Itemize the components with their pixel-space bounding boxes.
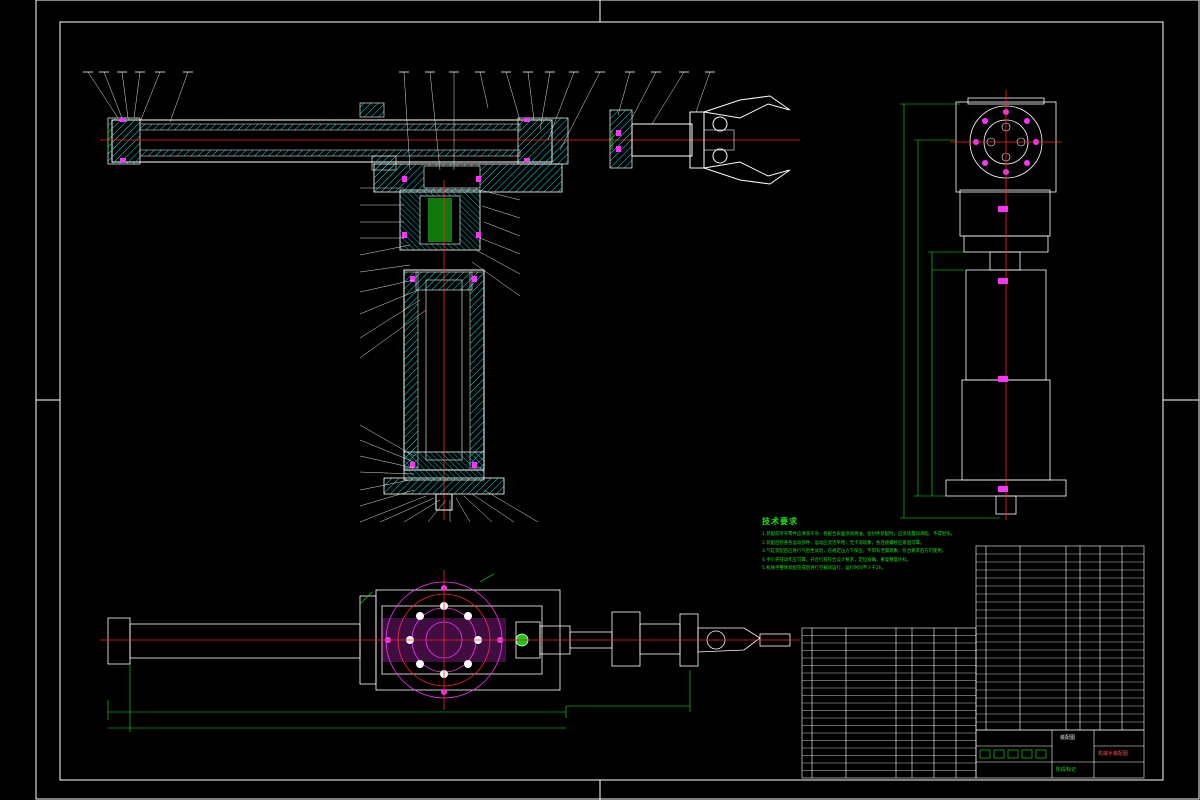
tech-requirement-line: 5.机械手整体装配完成后进行空载试运行，运行时间不少于2h。 <box>762 566 886 571</box>
title-block-cell <box>979 749 991 759</box>
tech-requirements-title: 技术要求 <box>762 517 798 526</box>
sheet-border <box>35 0 1200 800</box>
top-view <box>100 570 800 732</box>
side-view <box>900 90 1067 520</box>
tech-requirement-line: 2.装配后检查各运动部件，运动应灵活平稳，无卡滞现象，各连接螺栓应紧固可靠。 <box>762 540 925 546</box>
title-block-stage-label: 阶段标记 <box>1056 767 1077 773</box>
title-block <box>975 729 1145 779</box>
title-block-cell <box>1035 749 1047 759</box>
title-block-cell <box>1007 749 1019 759</box>
parts-list-right <box>975 545 1145 731</box>
title-block-school: 装配图 <box>1060 735 1076 741</box>
front-section-view <box>83 71 800 523</box>
title-block-cell <box>993 749 1005 759</box>
title-block-marks <box>979 749 1047 759</box>
tech-requirement-line: 1.装配前所有零件应清洗干净，各配合表面涂润滑油。密封件装配时，应涂适量润滑脂，… <box>762 532 955 537</box>
title-block-drawing-name: 机械手装配图 <box>1098 751 1129 757</box>
tech-requirement-line: 4.手爪夹持动作应可靠，开合行程符合设计要求，定位准确，重复精度达标。 <box>762 557 912 563</box>
technical-requirements: 技术要求 1.装配前所有零件应清洗干净，各配合表面涂润滑油。密封件装配时，应涂适… <box>762 516 982 574</box>
parts-list-rows <box>802 553 1144 771</box>
title-block-cell <box>1021 749 1033 759</box>
tech-requirement-line: 3.气缸装配后应进行气密性试验，在规定压力下保压，不得有泄漏现象，符合要求后方可… <box>762 549 947 554</box>
